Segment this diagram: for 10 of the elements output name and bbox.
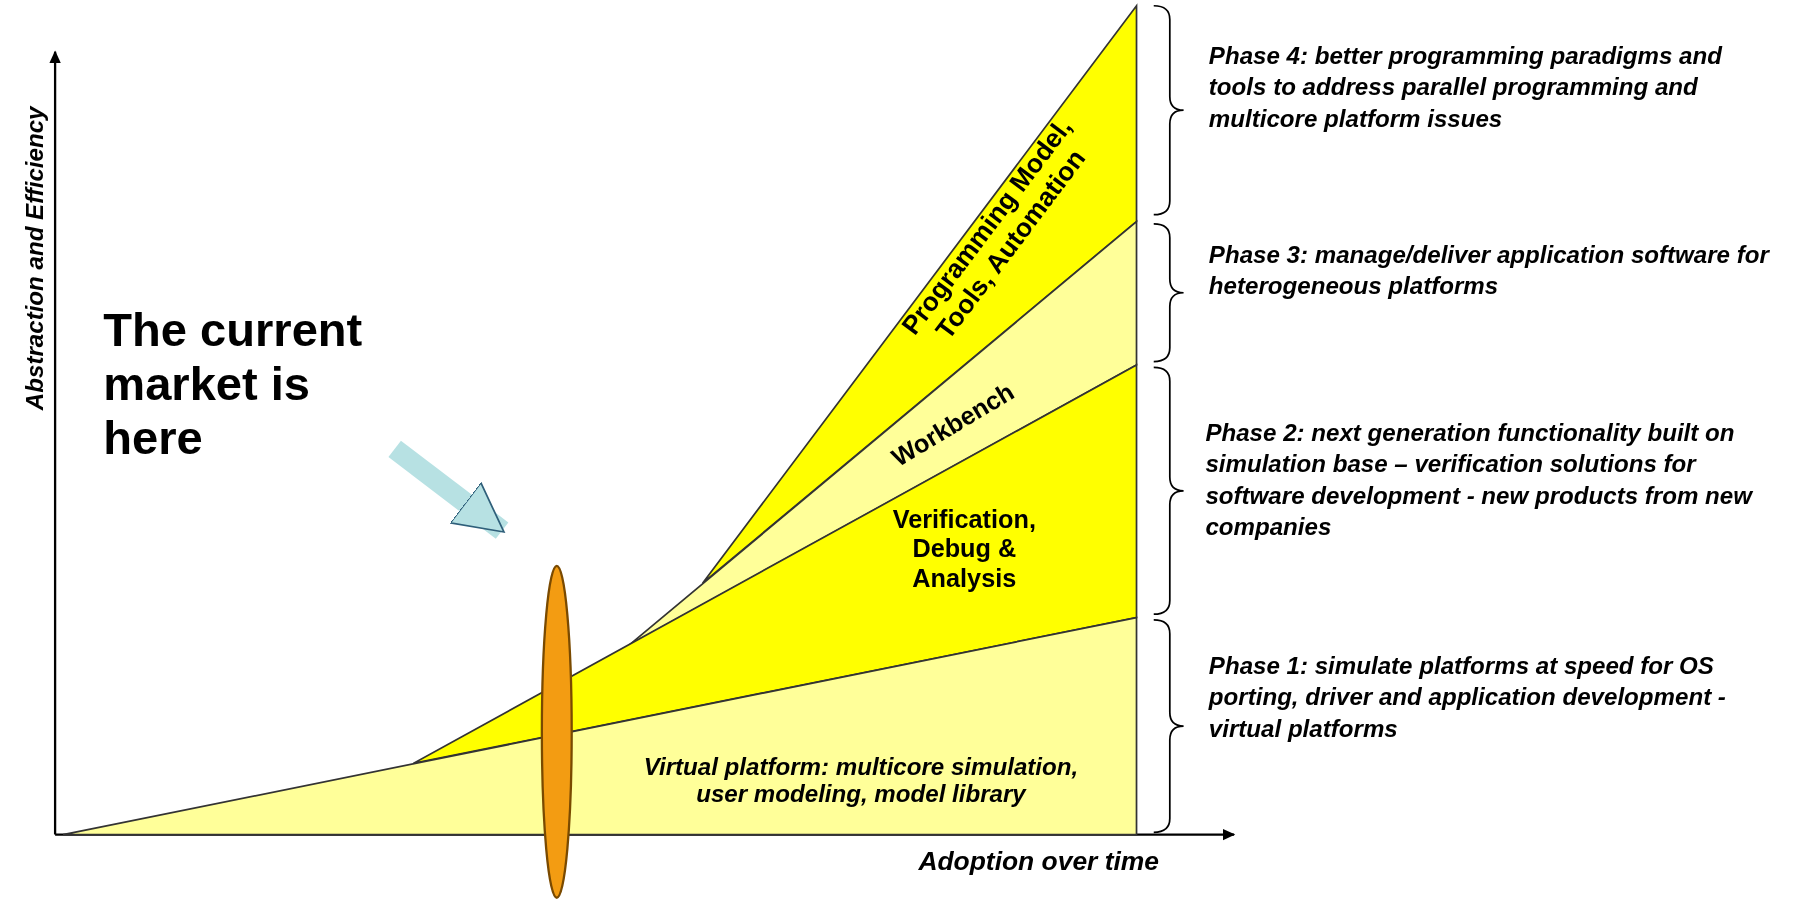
phase-description: Phase 3: manage/deliver application software for heterogeneous platforms — [1208, 240, 1771, 301]
axis-title: Abstraction and Efficiency — [20, 104, 49, 413]
band-label: Verification, Debug & Analysis — [891, 505, 1037, 593]
axis-title: Adoption over time — [918, 845, 1160, 878]
phase-description: Phase 1: simulate platforms at speed for OS porting, driver and application development - virtual platforms — [1208, 651, 1727, 744]
phase-description: Phase 2: next generation functionality built on simulation base – verification solutions for software development - new products from new companies — [1205, 418, 1754, 542]
arrow — [388, 440, 509, 539]
callout-text: The current market is here — [103, 303, 364, 466]
phase-description: Phase 4: better programming paradigms and tools to address parallel programming and multicore platform issues — [1208, 41, 1724, 134]
band-label: Virtual platform: multicore simulation, user modeling, model library — [642, 752, 1080, 809]
